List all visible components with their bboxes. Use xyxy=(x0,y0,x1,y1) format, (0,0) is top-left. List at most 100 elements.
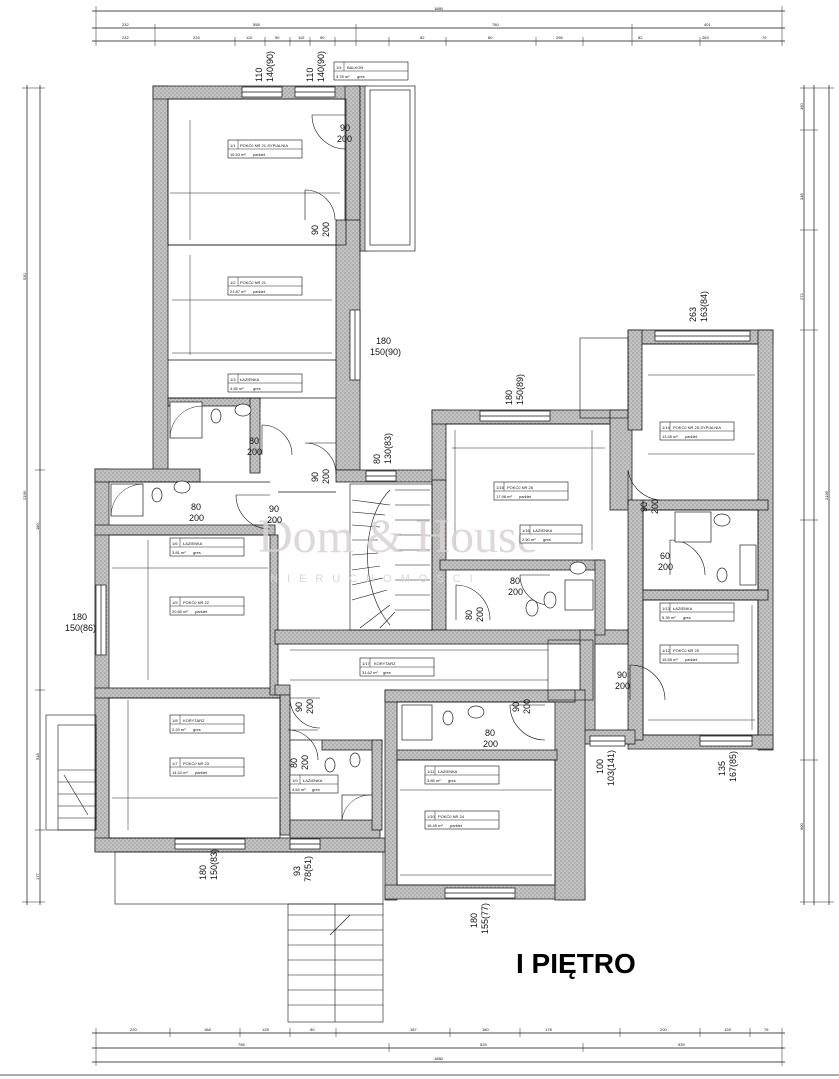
svg-text:130(83): 130(83) xyxy=(383,433,393,464)
svg-text:gres: gres xyxy=(543,537,551,542)
svg-text:NIERUCHOMOŚCI: NIERUCHOMOŚCI xyxy=(270,572,482,585)
svg-text:180: 180 xyxy=(198,865,208,880)
svg-text:POKÓJ NR 23: POKÓJ NR 23 xyxy=(183,761,210,766)
svg-text:180: 180 xyxy=(482,1027,489,1032)
svg-text:200: 200 xyxy=(321,222,331,237)
svg-text:BALKON: BALKON xyxy=(347,65,363,70)
room-label-1-6: 1/6 ŁAZIENKA 3.81 m² gres xyxy=(169,537,245,557)
svg-text:90: 90 xyxy=(310,472,320,482)
svg-text:2.29 m²: 2.29 m² xyxy=(172,727,186,732)
watermark: Dom & House NIERUCHOMOŚCI xyxy=(258,510,538,585)
svg-text:76: 76 xyxy=(764,1027,769,1032)
dim-top-row1: 232 558 780 401 xyxy=(122,22,711,27)
window-dims: 110 140(90) 110 140(90) 180 150(90) 263 … xyxy=(65,51,738,934)
dim-top-overall: 1880 xyxy=(434,6,444,11)
svg-text:90: 90 xyxy=(269,504,279,514)
svg-text:KORYTARZ: KORYTARZ xyxy=(374,661,396,666)
svg-text:parkiet: parkiet xyxy=(519,494,532,499)
svg-text:14.42 m²: 14.42 m² xyxy=(172,770,188,775)
svg-text:parkiet: parkiet xyxy=(450,823,463,828)
svg-text:401: 401 xyxy=(704,22,711,27)
svg-text:180: 180 xyxy=(376,336,391,346)
svg-text:POKÓJ NR 24: POKÓJ NR 24 xyxy=(438,814,465,819)
svg-text:135: 135 xyxy=(717,761,727,776)
dim-left: 530 2199 180 518 177 xyxy=(22,273,40,880)
svg-text:200: 200 xyxy=(650,499,660,514)
svg-text:150(83): 150(83) xyxy=(209,849,219,880)
svg-text:348: 348 xyxy=(799,193,804,200)
svg-text:103(141): 103(141) xyxy=(606,750,616,786)
svg-text:110: 110 xyxy=(298,35,305,40)
svg-text:1/3: 1/3 xyxy=(230,377,236,382)
svg-text:90: 90 xyxy=(340,123,350,133)
svg-text:2.50 m²: 2.50 m² xyxy=(522,537,536,542)
svg-text:128: 128 xyxy=(724,1027,731,1032)
svg-text:parkiet: parkiet xyxy=(195,609,208,614)
dim-bottom-row2: 756 525 539 xyxy=(238,1042,685,1047)
svg-text:2199: 2199 xyxy=(22,490,27,500)
exterior-staircase-left xyxy=(45,714,97,831)
svg-text:80: 80 xyxy=(464,610,474,620)
svg-text:parkiet: parkiet xyxy=(195,770,208,775)
svg-text:128: 128 xyxy=(262,1027,269,1032)
svg-text:1/6: 1/6 xyxy=(172,541,178,546)
svg-text:150(90): 150(90) xyxy=(370,347,401,357)
svg-text:1/10: 1/10 xyxy=(427,814,436,819)
room-label-balkon: 1/4 BALKON 3.78 m² gres xyxy=(333,61,409,81)
svg-text:3.81 m²: 3.81 m² xyxy=(172,550,186,555)
svg-text:756: 756 xyxy=(238,1042,245,1047)
svg-text:160: 160 xyxy=(799,103,804,110)
svg-text:17.98 m²: 17.98 m² xyxy=(496,494,512,499)
svg-text:110: 110 xyxy=(305,68,315,82)
dim-right: 160 348 272 2199 600 xyxy=(799,103,829,830)
svg-text:220: 220 xyxy=(130,1027,137,1032)
svg-text:4.55 m²: 4.55 m² xyxy=(230,386,244,391)
svg-text:POKÓJ NR 21: POKÓJ NR 21 xyxy=(240,280,267,285)
svg-text:1/13: 1/13 xyxy=(662,606,671,611)
svg-text:ŁAZIENKA: ŁAZIENKA xyxy=(673,606,693,611)
svg-text:1/1: 1/1 xyxy=(230,143,236,148)
svg-text:3.78 m²: 3.78 m² xyxy=(336,74,350,79)
room-label-1-8: 1/8 KORYTARZ 2.29 m² gres xyxy=(169,714,245,734)
top-dimension-lines xyxy=(92,6,785,46)
svg-text:5.39 m²: 5.39 m² xyxy=(662,615,676,620)
svg-text:1/12: 1/12 xyxy=(662,648,671,653)
door-dims: 90 200 90 200 80 200 90 200 80 200 90 20… xyxy=(189,123,673,770)
svg-text:90: 90 xyxy=(320,35,325,40)
svg-text:110: 110 xyxy=(246,35,253,40)
svg-text:167(85): 167(85) xyxy=(728,751,738,782)
svg-text:200: 200 xyxy=(305,699,315,714)
svg-text:1/14: 1/14 xyxy=(662,425,671,430)
svg-text:600: 600 xyxy=(799,823,804,830)
svg-text:gres: gres xyxy=(193,727,201,732)
svg-text:82: 82 xyxy=(420,35,425,40)
svg-text:200: 200 xyxy=(337,134,352,144)
room-label-1-15: 1/15 POKÓJ NR 26 17.98 m² parkiet xyxy=(493,481,569,501)
svg-text:188: 188 xyxy=(204,1027,211,1032)
svg-text:232: 232 xyxy=(122,22,129,27)
svg-text:gres: gres xyxy=(683,615,691,620)
room-label-1-3: 1/3 ŁAZIENKA 4.55 m² gres xyxy=(227,373,303,393)
room-label-1-17: 1/17 KORYTARZ 31.62 m² gres xyxy=(359,657,435,677)
svg-text:1/4: 1/4 xyxy=(336,65,342,70)
staircase xyxy=(349,483,433,631)
svg-text:200: 200 xyxy=(522,699,532,714)
svg-text:530: 530 xyxy=(22,273,27,280)
svg-text:780: 780 xyxy=(492,22,499,27)
svg-text:90: 90 xyxy=(310,225,320,235)
svg-text:177: 177 xyxy=(35,873,40,880)
svg-text:155(77): 155(77) xyxy=(480,903,490,934)
svg-text:POKÓJ NR 26: POKÓJ NR 26 xyxy=(507,485,534,490)
svg-text:1/17: 1/17 xyxy=(362,661,371,666)
bottom-dimension-lines xyxy=(92,1028,785,1066)
svg-text:20.60 m²: 20.60 m² xyxy=(172,609,188,614)
svg-text:gres: gres xyxy=(448,778,456,783)
svg-text:60: 60 xyxy=(660,551,670,561)
svg-text:ŁAZIENKA: ŁAZIENKA xyxy=(303,778,323,783)
svg-text:232: 232 xyxy=(122,35,129,40)
svg-text:78(51): 78(51) xyxy=(303,856,313,882)
svg-text:gres: gres xyxy=(253,386,261,391)
room-label-1-11: 1/11 ŁAZIENKA 3.85 m² gres xyxy=(424,765,500,785)
exterior-step-right xyxy=(547,337,629,701)
